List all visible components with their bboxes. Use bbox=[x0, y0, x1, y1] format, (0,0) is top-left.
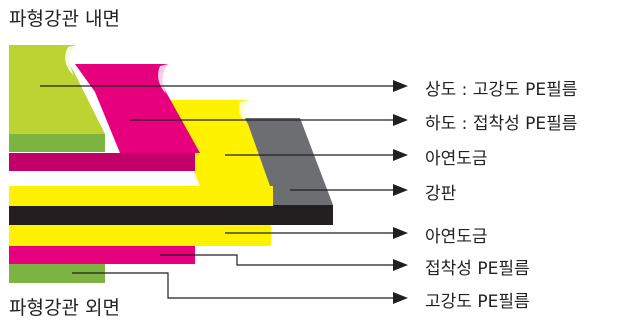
inner-high-strength-pe-top-face bbox=[9, 45, 105, 134]
inner-surface-title: 파형강관 내면 bbox=[9, 8, 120, 30]
leader-lines bbox=[40, 85, 395, 299]
inner-galvanizing-top-face bbox=[160, 100, 270, 186]
arrowheads bbox=[393, 80, 408, 304]
inner-high-strength-pe-curl bbox=[65, 45, 76, 76]
label-inner-galvanizing: 아연도금 bbox=[425, 149, 488, 169]
inner-galvanizing-curl bbox=[238, 100, 248, 122]
arrowhead-7 bbox=[393, 292, 408, 304]
arrowhead-6 bbox=[393, 259, 408, 271]
arrowhead-2 bbox=[393, 114, 408, 126]
inner-adhesive-pe-base bbox=[9, 153, 195, 171]
arrowhead-4 bbox=[393, 184, 408, 196]
label-bottom-coat-adhesive-pe: 하도 : 접착성 PE필름 bbox=[425, 114, 578, 134]
leader-line-outer-adhesive bbox=[160, 254, 395, 266]
label-top-coat-high-strength-pe: 상도 : 고강도 PE필름 bbox=[425, 80, 578, 100]
steel-plate-layer bbox=[9, 205, 333, 225]
arrowhead-5 bbox=[393, 227, 408, 239]
leader-line-outer-high-strength bbox=[72, 272, 395, 299]
inner-high-strength-pe-base bbox=[9, 134, 105, 152]
arrowhead-3 bbox=[393, 149, 408, 161]
outer-high-strength-pe-film bbox=[9, 263, 105, 283]
inner-adhesive-pe-curl bbox=[158, 64, 168, 94]
outer-surface-title: 파형강관 외면 bbox=[9, 297, 120, 319]
label-outer-adhesive-pe: 접착성 PE필름 bbox=[425, 259, 530, 279]
outer-adhesive-pe-film bbox=[9, 245, 195, 264]
inner-galvanizing-base bbox=[9, 186, 273, 206]
arrowhead-1 bbox=[393, 80, 408, 92]
label-steel-plate: 강판 bbox=[425, 184, 457, 204]
label-outer-high-strength-pe: 고강도 PE필름 bbox=[425, 292, 530, 312]
outer-galvanizing-layer bbox=[9, 225, 271, 246]
label-outer-galvanizing: 아연도금 bbox=[425, 227, 488, 247]
